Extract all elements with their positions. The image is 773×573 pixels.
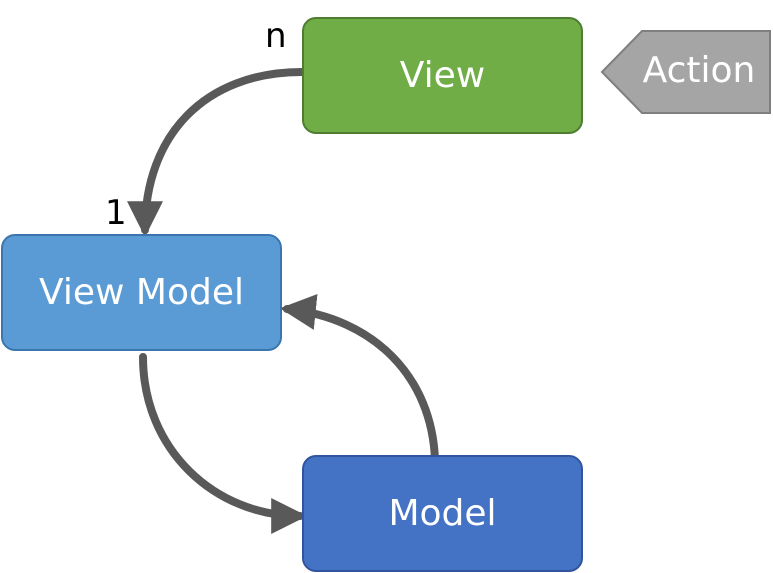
multiplicity-1-label: 1 <box>105 193 127 233</box>
view-label: View <box>399 55 486 96</box>
view-model-node: View Model <box>1 234 282 351</box>
view-model-label: View Model <box>39 272 244 313</box>
viewmodel-to-model-arrow <box>139 353 308 534</box>
view-to-viewmodel-arrow <box>127 68 306 238</box>
multiplicity-n-label: n <box>265 16 287 56</box>
action-arrow-shape <box>600 30 771 114</box>
model-node: Model <box>302 455 583 572</box>
action-label: Action <box>642 50 756 91</box>
model-to-viewmodel-arrow <box>279 294 439 464</box>
model-label: Model <box>388 493 497 534</box>
view-node: View <box>302 17 583 134</box>
